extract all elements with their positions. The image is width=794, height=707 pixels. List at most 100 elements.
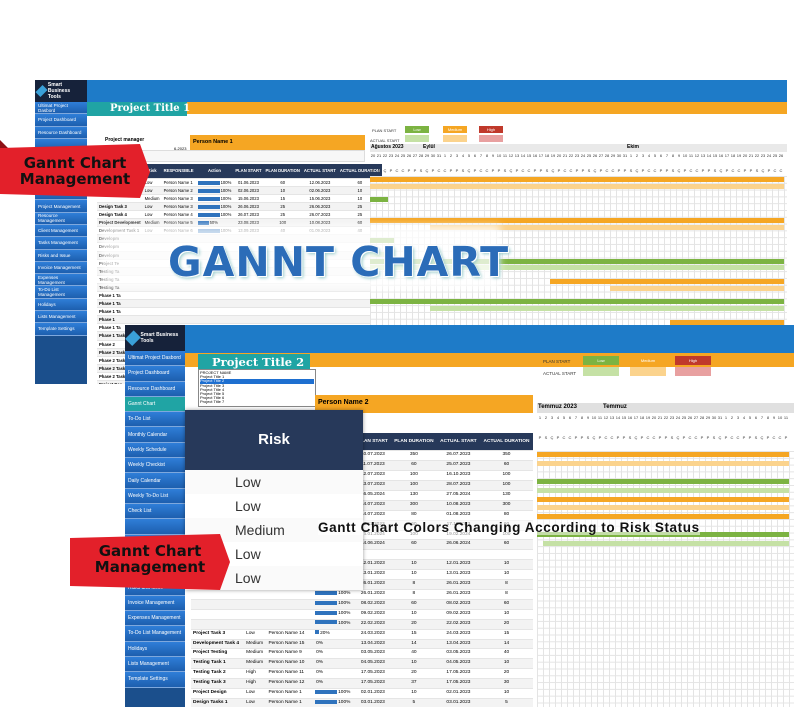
- gantt-bar[interactable]: [370, 183, 784, 189]
- column-header[interactable]: ACTUAL START: [301, 164, 338, 179]
- dropdown-option[interactable]: Project Title 6: [200, 395, 225, 401]
- gantt-bar[interactable]: [537, 478, 789, 484]
- sidebar-item-template-settings[interactable]: Template Settings: [35, 323, 87, 336]
- gantt-bar[interactable]: [610, 285, 784, 291]
- gantt-bar[interactable]: [543, 541, 789, 546]
- sidebar-item-to-do-list[interactable]: To-Do List: [125, 412, 185, 428]
- column-header[interactable]: Action: [195, 164, 234, 179]
- table-cell: [142, 299, 162, 309]
- table-cell: Medium: [244, 648, 267, 660]
- dropdown-option[interactable]: Project Title 1: [200, 374, 225, 380]
- weekday-letter: P: [538, 435, 542, 440]
- bottom-month-strip: [537, 403, 794, 413]
- sidebar-item-gannt-chart[interactable]: Gannt Chart: [125, 396, 185, 413]
- sidebar-item-blank-11[interactable]: [125, 519, 185, 535]
- sidebar-item-to-do-list-management[interactable]: To-Do List Management: [35, 286, 87, 299]
- sidebar-item-lists-management[interactable]: Lists Management: [35, 311, 87, 324]
- dropdown-option[interactable]: Project Title 5: [200, 391, 225, 397]
- sidebar-item-project-management[interactable]: Project Management: [35, 200, 87, 213]
- sidebar-item-invoice-management[interactable]: Invoice Management: [35, 261, 87, 275]
- dropdown-option[interactable]: PROJECT NAME: [200, 370, 232, 375]
- sidebar-item-project-dashboard[interactable]: Project Dashboard: [35, 114, 87, 127]
- sidebar-item-ultimat-project-dasbord[interactable]: Ultimat Project Dasbord: [125, 351, 185, 367]
- gantt-bar[interactable]: [370, 265, 784, 271]
- gantt-bar[interactable]: [370, 217, 784, 223]
- column-header[interactable]: ACTUAL DURATION: [337, 164, 382, 179]
- sidebar-item-project-dashboard[interactable]: Project Dashboard: [125, 366, 185, 382]
- dropdown-option[interactable]: Project Title 3: [200, 382, 225, 388]
- sidebar-item-resource-dashboard[interactable]: Resource Dashboard: [35, 126, 87, 139]
- sidebar-item-expenses-management[interactable]: Expenses Management: [125, 611, 185, 627]
- weekday-letter: Ç: [509, 168, 513, 173]
- day-number: 20: [651, 415, 657, 420]
- table-row[interactable]: Phase 1 Ta: [97, 307, 382, 317]
- column-header[interactable]: RESPONSIBLE: [161, 164, 196, 179]
- sidebar-item-client-management[interactable]: Client Management: [35, 224, 87, 238]
- gantt-bar[interactable]: [537, 505, 789, 511]
- column-header[interactable]: PLAN START: [233, 164, 264, 179]
- table-cell: 60: [390, 599, 437, 610]
- sidebar-item-resource-management[interactable]: Resource Management: [35, 212, 87, 225]
- column-header[interactable]: PLAN DURATION: [390, 433, 437, 452]
- bottom-legend-actual-label: ACTUAL START: [543, 371, 577, 376]
- sidebar-item-invoice-management[interactable]: Invoice Management: [125, 595, 185, 612]
- sidebar-item-template-settings[interactable]: Template Settings: [125, 672, 185, 688]
- task-name-cell: Design Task 3: [97, 202, 143, 212]
- gantt-bar[interactable]: [537, 460, 789, 466]
- gantt-bar[interactable]: [370, 258, 784, 264]
- sidebar-item-weekly-checkist[interactable]: Weekly Checkist: [125, 458, 185, 474]
- table-row[interactable]: Phase 1 Ta: [97, 291, 382, 301]
- sidebar-item-holidays[interactable]: Holidays: [35, 298, 87, 312]
- gantt-bar[interactable]: [670, 319, 784, 325]
- gantt-bar[interactable]: [370, 299, 784, 305]
- sidebar-item-holidays[interactable]: Holidays: [125, 641, 185, 657]
- gantt-bar[interactable]: [550, 279, 784, 284]
- gantt-bar[interactable]: [430, 306, 784, 312]
- sidebar-item-daily-calendar[interactable]: Daily Calendar: [125, 473, 185, 489]
- dropdown-option[interactable]: Project Title 2: [200, 379, 314, 384]
- gantt-bar[interactable]: [370, 177, 784, 182]
- gantt-bar[interactable]: [537, 487, 789, 493]
- sidebar-item-tasks-management[interactable]: Tasks Management: [35, 237, 87, 250]
- sidebar-item-to-do-list-management[interactable]: To-Do List Management: [125, 626, 185, 642]
- column-header[interactable]: PLAN DURATION: [263, 164, 302, 179]
- table-row[interactable]: Phase 1 Ta: [97, 299, 382, 309]
- column-header[interactable]: PLAN START: [354, 433, 391, 452]
- sidebar-item-weekly-schedule[interactable]: Weekly Schedule: [125, 442, 185, 459]
- sidebar-item-risks-and-issue[interactable]: Risks and Issue: [35, 249, 87, 262]
- gantt-bar[interactable]: [370, 197, 388, 203]
- gantt-bar[interactable]: [537, 452, 789, 457]
- gantt-bar[interactable]: [537, 514, 789, 520]
- dropdown-option[interactable]: Project Title 7: [200, 399, 225, 405]
- sidebar-item-resource-dashboard[interactable]: Resource Dashboard: [125, 381, 185, 397]
- table-cell: 26.07.2023: [233, 210, 264, 220]
- sidebar-item-check-list[interactable]: Check List: [125, 503, 185, 520]
- sidebar-item-lists-management[interactable]: Lists Management: [125, 656, 185, 673]
- sidebar-item-expenses-management[interactable]: Expenses Management: [35, 274, 87, 287]
- column-header[interactable]: ACTUAL DURATION: [479, 433, 533, 452]
- column-header[interactable]: ACTUAL START: [436, 433, 480, 452]
- table-row[interactable]: Phase 1: [97, 315, 382, 325]
- gantt-bar[interactable]: [430, 224, 784, 230]
- sidebar-item-monthly-calendar[interactable]: Monthly Calendar: [125, 427, 185, 443]
- sidebar-item-ultimat-project-dasbord[interactable]: Ultimat Project Dasbord: [35, 102, 87, 115]
- dropdown-option[interactable]: Project Title 4: [200, 386, 225, 392]
- sidebar-item-weekly-to-do-list[interactable]: Weekly To-Do List: [125, 488, 185, 504]
- gantt-bar[interactable]: [537, 496, 789, 502]
